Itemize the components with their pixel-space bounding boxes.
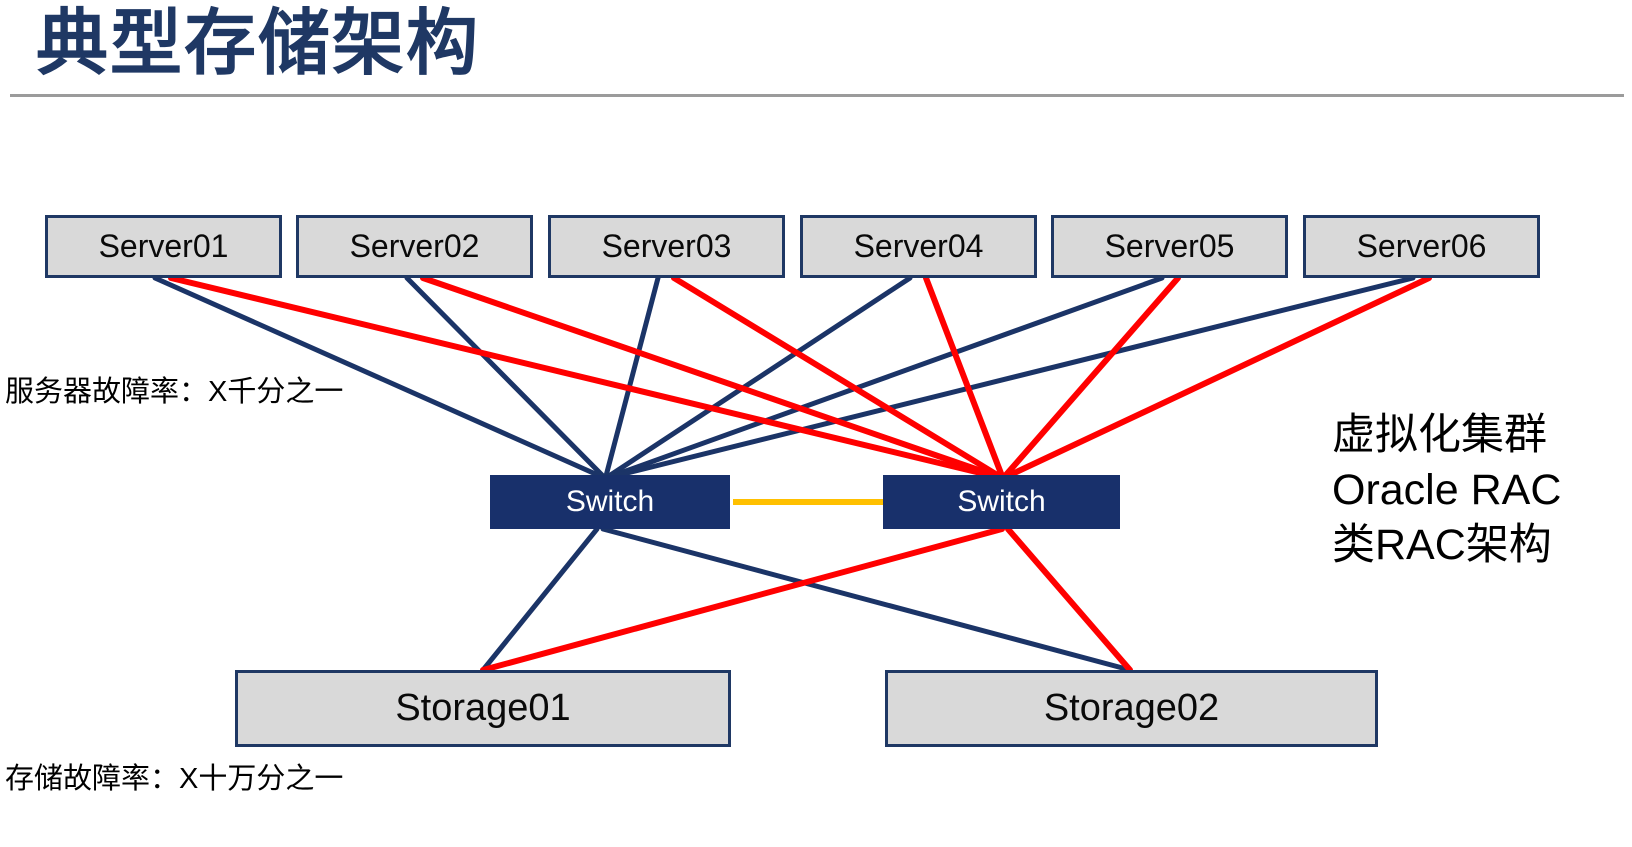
server03-label: Server03 xyxy=(601,228,732,264)
link-server02-left-switch xyxy=(404,275,606,479)
link-server03-left-switch xyxy=(603,275,661,479)
server04-label: Server04 xyxy=(853,228,984,264)
link-server03-right-switch xyxy=(671,275,1002,479)
link-server01-right-switch xyxy=(168,275,996,479)
link-server06-left-switch xyxy=(612,275,1416,479)
storage01-box: Storage01 xyxy=(235,670,731,747)
cluster-architecture-note: 虚拟化集群 Oracle RAC 类RAC架构 xyxy=(1332,408,1561,573)
left-switch-box: Switch xyxy=(490,475,730,529)
link-server06-right-switch xyxy=(1005,275,1432,479)
cluster-note-line3: 类RAC架构 xyxy=(1332,521,1552,569)
link-server01-left-switch xyxy=(152,275,603,479)
link-server04-left-switch xyxy=(606,275,913,479)
server02-label: Server02 xyxy=(349,228,480,264)
link-right-switch-storage01 xyxy=(480,526,1005,673)
server03-box: Server03 xyxy=(548,215,785,278)
cluster-note-line1: 虚拟化集群 xyxy=(1332,411,1547,459)
cluster-note-line2: Oracle RAC xyxy=(1332,466,1562,514)
right-switch-label: Switch xyxy=(957,485,1046,518)
server01-label: Server01 xyxy=(98,228,229,264)
link-server05-right-switch xyxy=(1002,275,1181,479)
link-left-switch-storage02 xyxy=(600,526,1133,673)
server-failure-rate-note: 服务器故障率：X千分之一 xyxy=(5,376,344,408)
link-left-switch-storage01 xyxy=(480,526,600,673)
server06-box: Server06 xyxy=(1303,215,1540,278)
title-divider-line xyxy=(10,94,1624,97)
left-switch-label: Switch xyxy=(565,485,655,518)
slide-title: 典型存储架构 xyxy=(36,4,481,84)
right-switch-box: Switch xyxy=(883,475,1120,529)
link-server05-left-switch xyxy=(609,275,1165,479)
link-server04-right-switch xyxy=(923,275,1005,479)
link-right-switch-storage02 xyxy=(1005,526,1133,673)
storage02-label: Storage02 xyxy=(1043,687,1220,729)
server05-box: Server05 xyxy=(1051,215,1288,278)
storage-failure-rate-note: 存储故障率：X十万分之一 xyxy=(5,763,344,795)
link-server02-right-switch xyxy=(420,275,999,479)
server02-box: Server02 xyxy=(296,215,533,278)
server04-box: Server04 xyxy=(800,215,1037,278)
server06-label: Server06 xyxy=(1356,228,1487,264)
server05-label: Server05 xyxy=(1104,228,1235,264)
storage02-box: Storage02 xyxy=(885,670,1378,747)
server01-box: Server01 xyxy=(45,215,282,278)
storage01-label: Storage01 xyxy=(395,687,571,729)
